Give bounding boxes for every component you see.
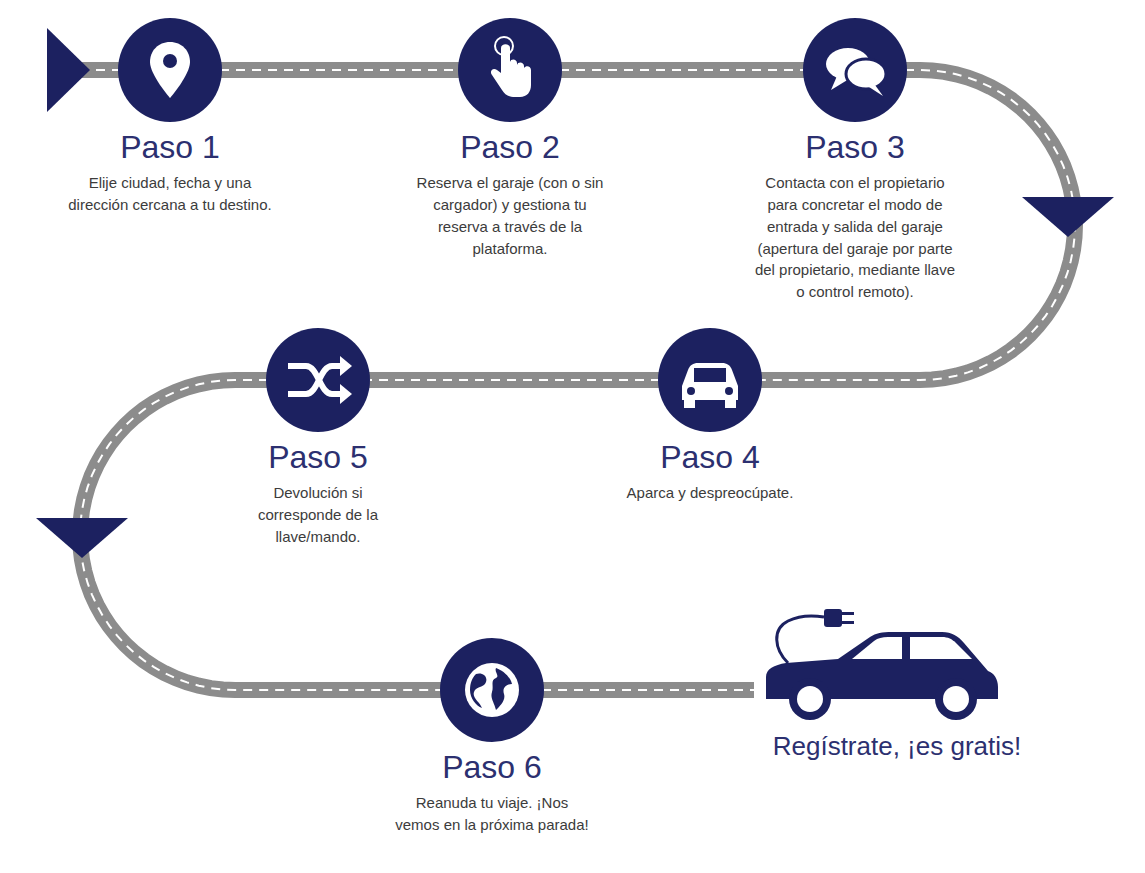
step-heading: Paso 6 — [392, 748, 592, 786]
electric-car-icon — [752, 603, 1002, 723]
road-dash — [368, 379, 660, 381]
step-node: Paso 6 Reanuda tu viaje. ¡Nos vemos en la… — [392, 638, 592, 836]
step-description: Contacta con el propietario para concret… — [750, 172, 960, 303]
step-description: Reanuda tu viaje. ¡Nos vemos en la próxi… — [392, 792, 592, 836]
road-segment — [368, 372, 660, 388]
road-segment — [560, 62, 805, 78]
step-node: Paso 5 Devolución si corresponde de la ll… — [243, 328, 393, 548]
road-dash — [560, 69, 805, 71]
call-to-action: Regístrate, ¡es gratis! — [752, 731, 1042, 762]
step-node: Paso 3 Contacta con el propietario para c… — [750, 18, 960, 303]
step-circle — [266, 328, 370, 432]
direction-triangle — [36, 518, 128, 558]
step-description: Elije ciudad, fecha y una dirección cerc… — [60, 172, 280, 216]
road-connector — [368, 380, 660, 381]
step-circle — [458, 18, 562, 122]
road-dash — [542, 689, 754, 691]
step-node: Paso 4 Aparca y despreocúpate. — [600, 328, 820, 504]
register-node: Regístrate, ¡es gratis! — [752, 603, 1042, 762]
road-connector — [542, 690, 754, 691]
step-heading: Paso 2 — [410, 128, 610, 166]
step-heading: Paso 1 — [60, 128, 280, 166]
step-circle — [118, 18, 222, 122]
road-dash — [80, 380, 442, 690]
step-heading: Paso 4 — [600, 438, 820, 476]
step-heading: Paso 5 — [243, 438, 393, 476]
step-circle — [658, 328, 762, 432]
step-circle — [803, 18, 907, 122]
road-connector — [560, 70, 805, 71]
road-connector — [80, 380, 442, 690]
road-segment — [220, 62, 460, 78]
direction-triangle — [1022, 197, 1114, 237]
start-triangle — [47, 28, 90, 112]
road-segment — [542, 682, 754, 698]
road-segment — [80, 380, 442, 690]
road-connector — [220, 70, 460, 71]
step-node: Paso 2 Reserva el garaje (con o sin carga… — [410, 18, 610, 259]
step-description: Devolución si corresponde de la llave/ma… — [243, 482, 393, 547]
step-description: Reserva el garaje (con o sin cargador) y… — [410, 172, 610, 259]
step-node: Paso 1 Elije ciudad, fecha y una direcció… — [60, 18, 280, 216]
step-circle — [440, 638, 544, 742]
step-heading: Paso 3 — [750, 128, 960, 166]
road-dash — [220, 69, 460, 71]
step-description: Aparca y despreocúpate. — [600, 482, 820, 504]
